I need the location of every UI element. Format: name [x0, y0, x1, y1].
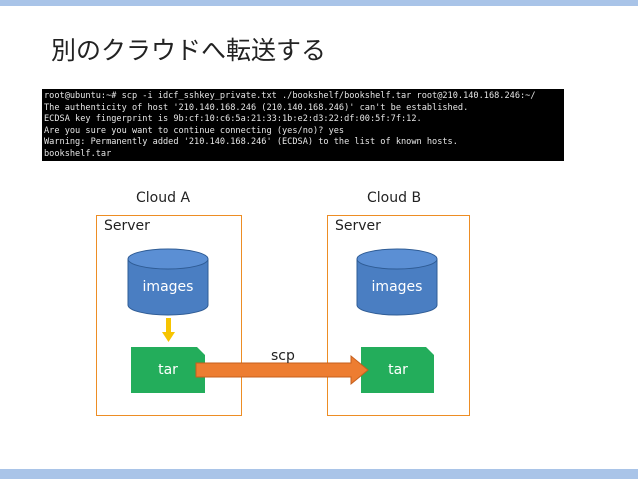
cloud-b-database-icon	[356, 248, 438, 316]
terminal-line: root@ubuntu:~# scp -i idcf_sshkey_privat…	[44, 91, 536, 101]
cloud-b-file-label: tar	[388, 362, 408, 378]
transfer-arrow-icon	[195, 354, 369, 386]
cloud-b-server-label: Server	[335, 218, 381, 234]
slide-title: 別のクラウドへ転送する	[51, 36, 327, 65]
cloud-b-file-icon	[361, 347, 434, 393]
terminal-line: Warning: Permanently added '210.140.168.…	[44, 137, 458, 148]
terminal-line: Are you sure you want to continue connec…	[44, 125, 345, 136]
cloud-b-server-box	[327, 215, 470, 416]
top-accent-band	[0, 0, 638, 6]
cloud-a-file-label: tar	[158, 362, 178, 378]
cloud-a-title: Cloud A	[136, 190, 191, 206]
cloud-b-title: Cloud B	[367, 190, 422, 206]
bottom-accent-band	[0, 469, 638, 479]
cloud-a-server-box	[96, 215, 242, 416]
cloud-a-database-label: images	[142, 279, 194, 295]
cloud-a-file-icon	[131, 347, 205, 393]
archive-arrow-icon	[162, 318, 175, 342]
terminal-screenshot: root@ubuntu:~# scp -i idcf_sshkey_privat…	[42, 89, 564, 161]
cloud-a-database-icon	[127, 248, 209, 316]
terminal-line: ECDSA key fingerprint is 9b:cf:10:c6:5a:…	[44, 114, 422, 125]
terminal-line: bookshelf.tar	[44, 148, 112, 159]
cloud-b-database-label: images	[371, 279, 423, 295]
transfer-label: scp	[271, 348, 295, 364]
cloud-a-server-label: Server	[104, 218, 150, 234]
terminal-line: The authenticity of host '210.140.168.24…	[44, 102, 469, 113]
